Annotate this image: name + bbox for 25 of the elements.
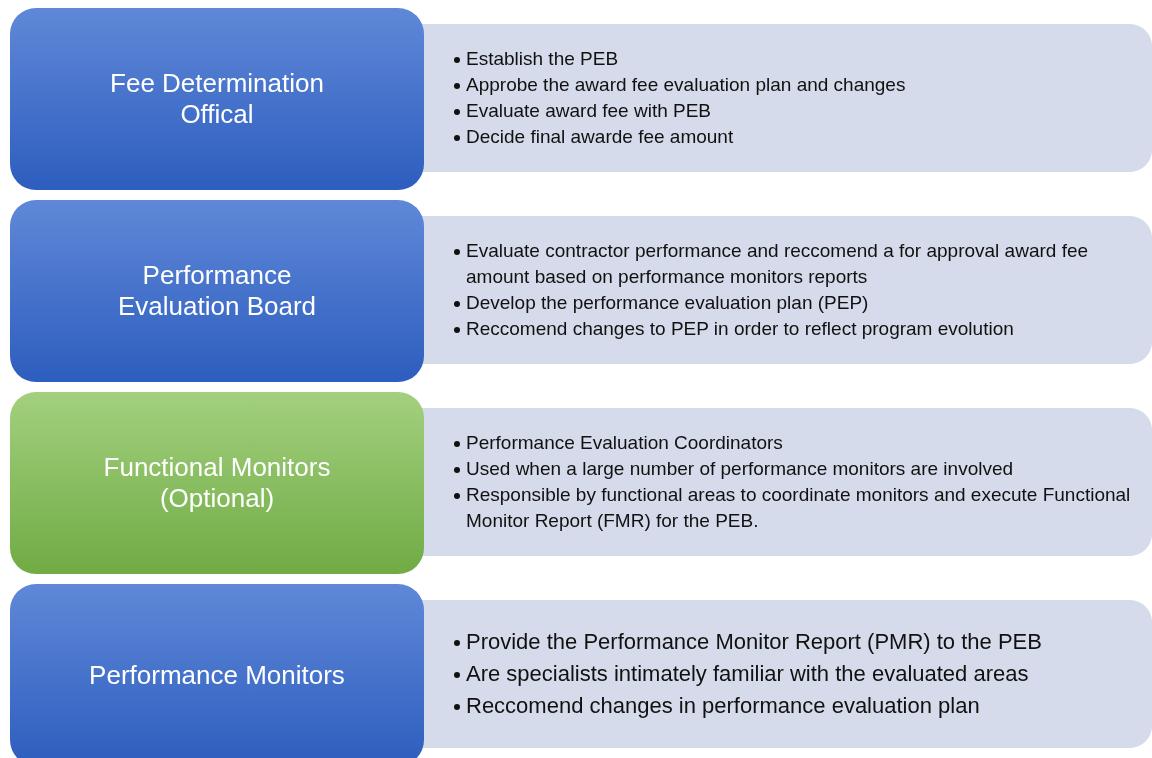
bullet-text: Responsible by functional areas to coordinate monitors and execute Functional Monitor Report (FMR) for the PEB.: [466, 484, 1131, 531]
role-title: Fee Determination Offical: [109, 68, 325, 130]
role-box: [10, 584, 424, 758]
bullet-text: Reccomend changes to PEP in order to reflect program evolution: [466, 318, 1014, 339]
role-box: [10, 200, 424, 382]
bullet-text: Decide final awarde fee amount: [466, 126, 734, 147]
bullet-text: Are specialists intimately familiar with the evaluated areas: [466, 661, 1029, 686]
bullet-text: Establish the PEB: [466, 48, 619, 69]
role-box: [10, 8, 424, 190]
bullet-text: Provide the Performance Monitor Report (PMR) to the PEB: [466, 629, 1042, 654]
duty-panel: [420, 408, 1152, 556]
bullet-text: Evaluate award fee with PEB: [466, 100, 712, 121]
bullet-text: Approbe the award fee evaluation plan and changes: [466, 74, 906, 95]
role-title: Performance Monitors: [89, 659, 345, 691]
bullet-text: Develop the performance evaluation plan (PEP): [466, 292, 869, 313]
role-title: Performance Evaluation Board: [117, 260, 317, 322]
bullet-text: Performance Evaluation Coordinators: [466, 432, 783, 453]
bullet-text: Evaluate contractor performance and reccomend a for approval award fee amount based on performance monitors reports: [466, 240, 1089, 287]
role-title: Functional Monitors (Optional): [102, 452, 332, 514]
duty-panel: [420, 216, 1152, 364]
role-box: [10, 392, 424, 574]
bullet-text: Used when a large number of performance monitors are involved: [466, 458, 1014, 479]
bullet-text: Reccomend changes in performance evaluation plan: [466, 693, 980, 718]
duty-panel: [420, 24, 1152, 172]
duty-panel: [420, 600, 1152, 748]
